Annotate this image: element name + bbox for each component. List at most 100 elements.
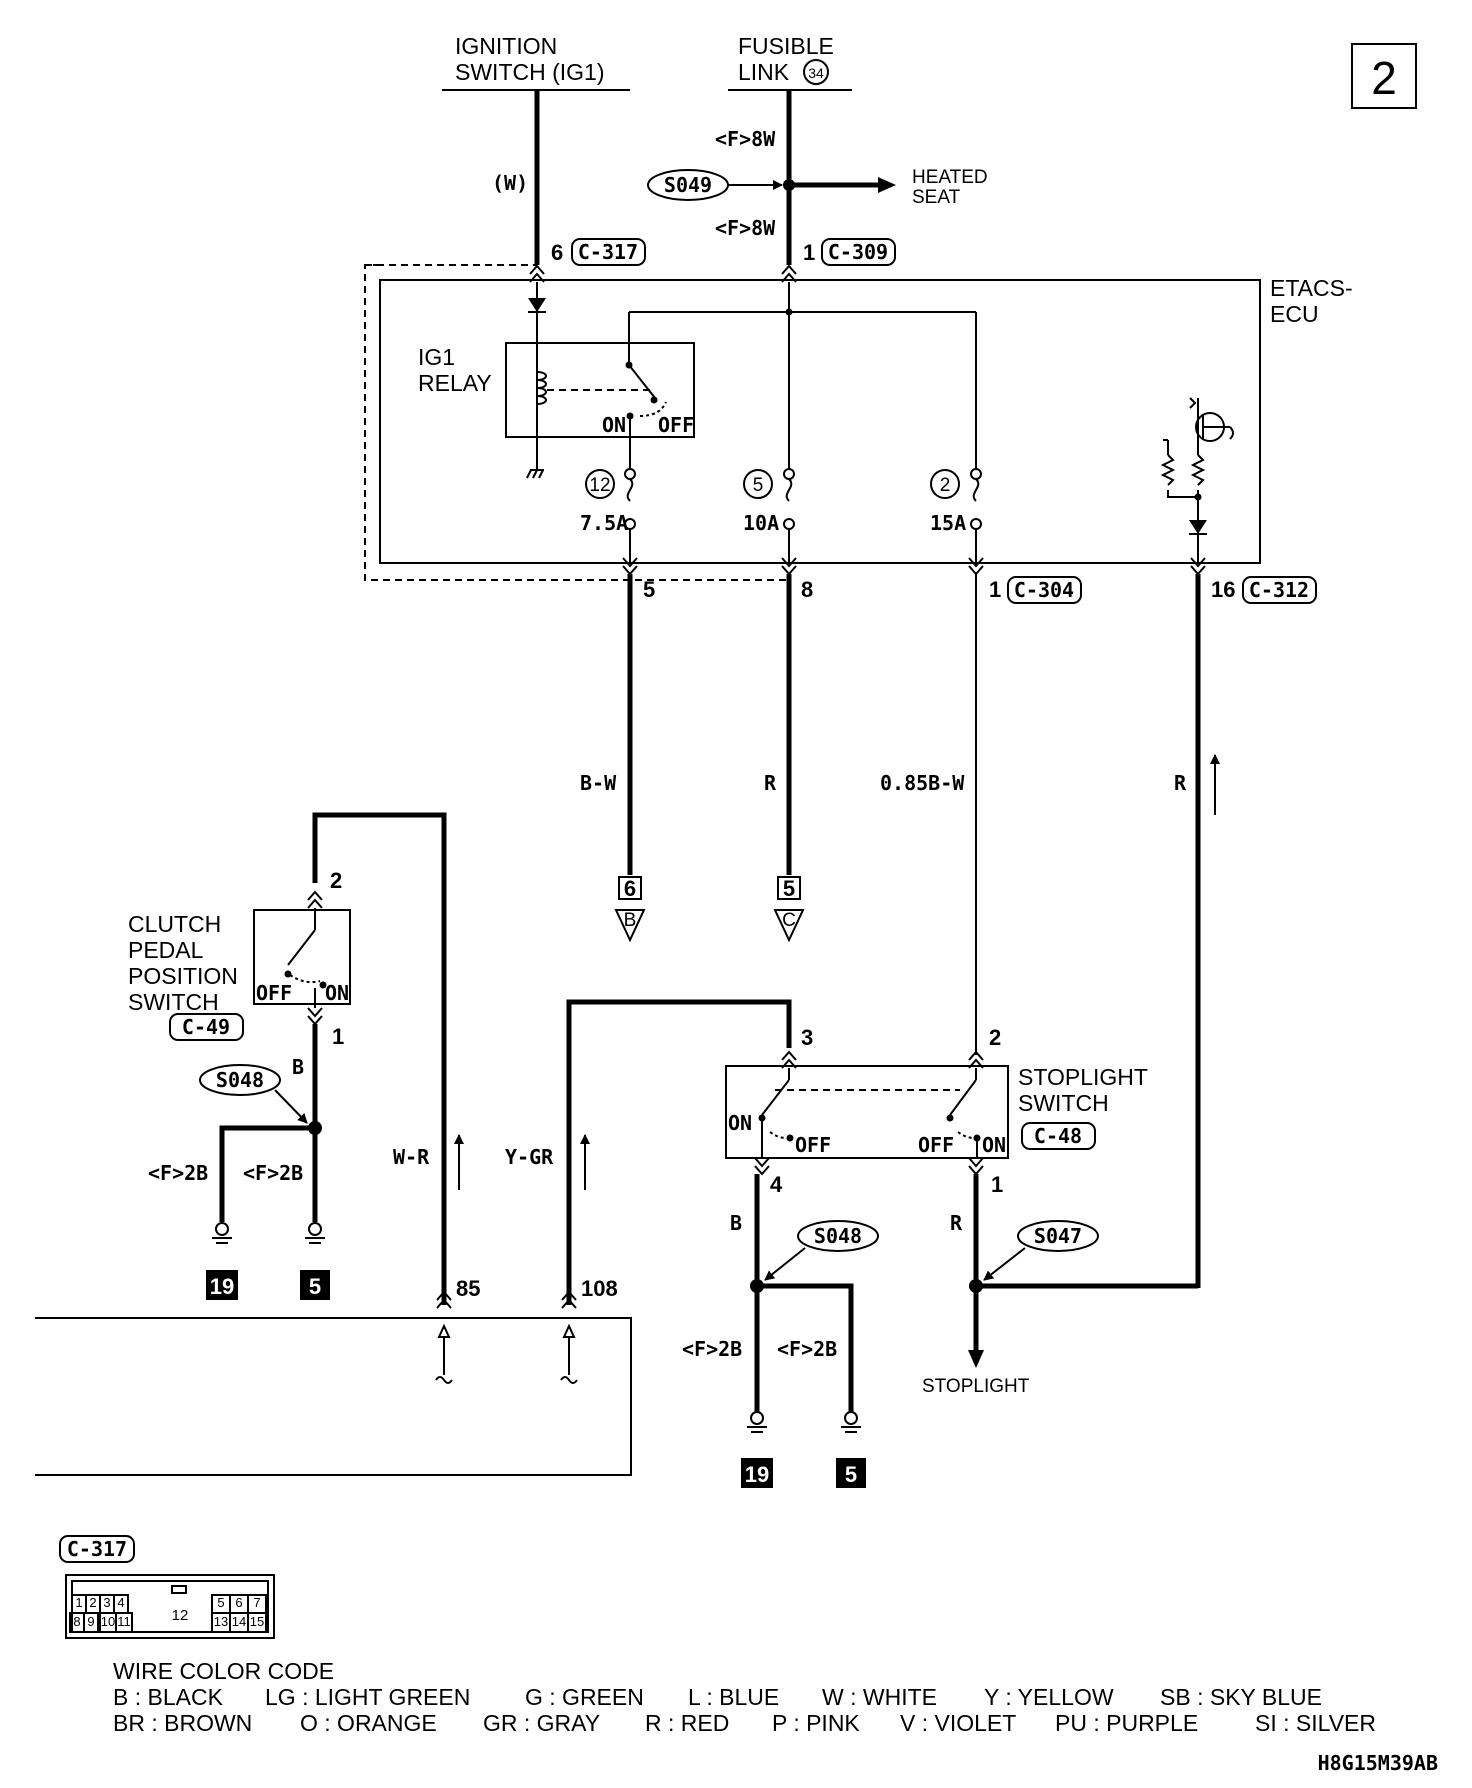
- connector-cell-label: 2: [89, 1595, 96, 1610]
- etacs-ecu: ETACS- ECU IG1 RELAY ON OFF: [364, 264, 1353, 581]
- pin-8: 8: [801, 577, 813, 602]
- conn-c309: C-309: [828, 240, 888, 264]
- connector-cell-label: 10: [101, 1614, 115, 1629]
- fuse-12-num: 12: [589, 475, 610, 496]
- conn-c312: C-312: [1249, 578, 1309, 602]
- clutch-label-3: POSITION: [128, 963, 238, 989]
- wire-b-clutch: B: [292, 1055, 304, 1079]
- legend-item: V : VIOLET: [900, 1710, 1016, 1736]
- stoplight-label-1: STOPLIGHT: [1018, 1064, 1148, 1090]
- splice-s048-a: S048: [216, 1068, 264, 1092]
- connector-cell-label: 15: [250, 1614, 264, 1629]
- stop-pin-2: 2: [989, 1025, 1001, 1050]
- ignition-label-1: IGNITION: [455, 33, 557, 59]
- connector-cell-label: 12: [172, 1607, 189, 1624]
- connector-cell-label: 14: [232, 1614, 246, 1629]
- fuse-5-rating: 10A: [743, 511, 779, 535]
- connector-cell-label: 5: [217, 1595, 224, 1610]
- connector-cell: [83, 1612, 99, 1633]
- relay-on: ON: [602, 413, 626, 437]
- stop-pin-4: 4: [770, 1172, 783, 1197]
- wire-r2: R: [1174, 771, 1187, 795]
- wire-f2b-b: <F>2B: [243, 1161, 303, 1185]
- ground-19-b: 19: [745, 1462, 769, 1487]
- legend-item: LG : LIGHT GREEN: [265, 1684, 470, 1710]
- stoplight-label-2: SWITCH: [1018, 1090, 1109, 1116]
- pin-5: 5: [643, 577, 655, 602]
- page-number-box: 2: [1351, 43, 1417, 109]
- clutch-label-2: PEDAL: [128, 937, 204, 963]
- svg-text:C: C: [782, 910, 796, 931]
- legend-item: R : RED: [645, 1710, 729, 1736]
- relay-label-2: RELAY: [418, 370, 492, 396]
- connector-cell-label: 8: [73, 1614, 80, 1629]
- wire-f2b-c: <F>2B: [682, 1337, 742, 1361]
- stoplight-out: STOPLIGHT: [922, 1376, 1030, 1397]
- connector-cell-label: 13: [214, 1614, 228, 1629]
- connector-cell: [247, 1612, 267, 1633]
- conn-c304: C-304: [1014, 578, 1074, 602]
- wire-b-stop: B: [730, 1211, 742, 1235]
- top-connectors: 6 C-317 1 C-309: [529, 238, 896, 283]
- clutch-pin-2: 2: [330, 868, 342, 893]
- legend-item: P : PINK: [772, 1710, 860, 1736]
- ecu-bottom-pins: 5 8 1 C-304 16 C-312: [622, 557, 1317, 604]
- transistor-icon: [1160, 397, 1234, 563]
- ecu-label-2: ECU: [1270, 301, 1319, 327]
- connector-cell-label: 1: [75, 1595, 82, 1610]
- conn-c317: C-317: [578, 240, 638, 264]
- clutch-off: OFF: [256, 981, 292, 1005]
- legend-item: O : ORANGE: [300, 1710, 437, 1736]
- connector-cell-label: 3: [103, 1595, 110, 1610]
- connector-cell-label: 9: [87, 1614, 94, 1629]
- legend-title: WIRE COLOR CODE: [113, 1658, 334, 1684]
- wire-f8w-top: <F>8W: [715, 127, 776, 151]
- heated-seat-2: SEAT: [912, 187, 961, 208]
- connector-cell-label: 6: [235, 1595, 242, 1610]
- ignition-switch-source: IGNITION SWITCH (IG1) (W): [442, 33, 630, 265]
- splice-s047: S047: [1034, 1224, 1082, 1248]
- wire-wr: W-R: [393, 1145, 430, 1169]
- stop-on-1: ON: [728, 1111, 752, 1135]
- clutch-pin-1: 1: [332, 1024, 344, 1049]
- svg-text:B: B: [624, 910, 637, 931]
- stop-off-2: OFF: [918, 1133, 954, 1157]
- wire-color-legend: WIRE COLOR CODE B : BLACK LG : LIGHT GREE…: [113, 1658, 1376, 1736]
- relay-label-1: IG1: [418, 344, 455, 370]
- pin-85: 85: [456, 1276, 480, 1301]
- legend-item: PU : PURPLE: [1055, 1710, 1198, 1736]
- connector-face-title: C-317: [67, 1537, 127, 1561]
- wire-f2b-d: <F>2B: [777, 1337, 837, 1361]
- connector-cell-label: 11: [117, 1614, 131, 1629]
- wire-bw: B-W: [580, 771, 617, 795]
- legend-item: GR : GRAY: [483, 1710, 600, 1736]
- wire-f8w-bot: <F>8W: [715, 216, 776, 240]
- lower-component-box: 85 108: [35, 1276, 632, 1476]
- fuse-12: 12 7.5A: [580, 468, 636, 563]
- pin-16: 16: [1211, 577, 1235, 602]
- relay-off: OFF: [658, 413, 694, 437]
- legend-item: B : BLACK: [113, 1684, 224, 1710]
- clutch-pedal-switch: 2 OFF ON 1 CLUTCH PEDAL POSITION SWITCH …: [128, 812, 464, 1305]
- pin-6: 6: [551, 240, 563, 265]
- legend-item: SI : SILVER: [1255, 1710, 1376, 1736]
- fusible-label-1: FUSIBLE: [738, 33, 834, 59]
- ground-5-b: 5: [845, 1462, 857, 1487]
- clutch-on: ON: [325, 981, 349, 1005]
- svg-text:5: 5: [783, 876, 795, 901]
- connector-cell-label: 4: [117, 1595, 124, 1610]
- wire-f2b-a: <F>2B: [148, 1161, 208, 1185]
- fuse-5: 5 10A: [743, 468, 795, 563]
- legend-item: Y : YELLOW: [984, 1684, 1114, 1710]
- wire-w-label: (W): [492, 171, 528, 195]
- wire-ygr: Y-GR: [505, 1145, 554, 1169]
- clutch-label-4: SWITCH: [128, 989, 219, 1015]
- ecu-output-wires: B-W R 0.85B-W R 6 B 5 C: [580, 574, 1220, 1288]
- ref-c-connector: 5 C: [773, 876, 805, 943]
- ecu-label-1: ETACS-: [1270, 275, 1353, 301]
- legend-item: W : WHITE: [822, 1684, 937, 1710]
- heated-seat-1: HEATED: [912, 167, 988, 188]
- conn-c48: C-48: [1034, 1124, 1082, 1148]
